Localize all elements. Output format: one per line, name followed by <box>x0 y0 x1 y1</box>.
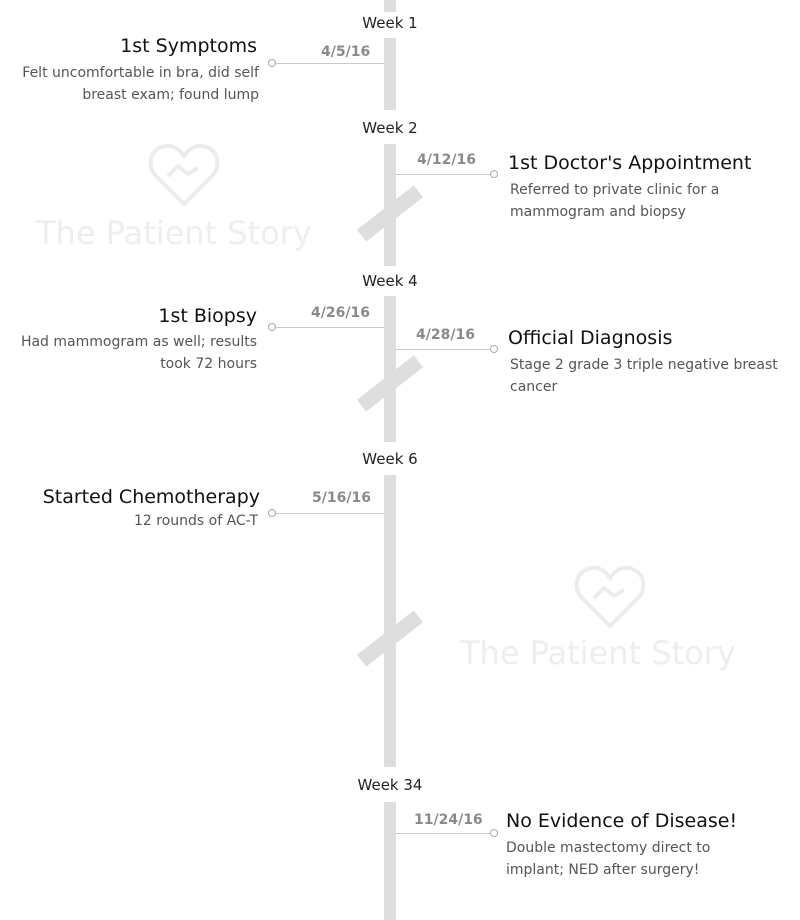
event-desc: Referred to private clinic for a mammogr… <box>510 182 720 220</box>
event-date: 11/24/16 <box>414 812 483 828</box>
heart-handshake-icon <box>148 143 220 207</box>
event-date: 4/12/16 <box>417 152 476 168</box>
event-date: 4/28/16 <box>416 327 475 343</box>
event-connector <box>396 174 492 175</box>
event-desc: Stage 2 grade 3 triple negative breast c… <box>510 357 778 395</box>
week-label: Week 34 <box>330 776 450 794</box>
timeline-bar <box>384 802 396 920</box>
event-date: 4/5/16 <box>321 44 371 60</box>
event-dot <box>268 59 276 67</box>
event-date: 5/16/16 <box>312 490 371 506</box>
event-desc: Felt uncomfortable in bra, did self brea… <box>22 65 259 103</box>
event-title: 1st Biopsy <box>158 305 257 327</box>
event-title: No Evidence of Disease! <box>506 810 738 832</box>
event-title: Started Chemotherapy <box>42 486 260 508</box>
timeline-bar <box>384 296 396 442</box>
event-desc: Had mammogram as well; results took 72 h… <box>20 334 257 372</box>
event-dot <box>268 509 276 517</box>
heart-handshake-icon <box>574 565 646 629</box>
watermark-text: The Patient Story <box>36 214 312 252</box>
event-connector <box>396 833 492 834</box>
event-title: 1st Symptoms <box>120 35 257 57</box>
event-connector <box>396 349 492 350</box>
week-label: Week 6 <box>330 450 450 468</box>
event-dot <box>490 170 498 178</box>
week-label: Week 2 <box>330 119 450 137</box>
timeline-bar <box>384 0 396 12</box>
event-dot <box>490 345 498 353</box>
event-dot <box>268 323 276 331</box>
week-label: Week 4 <box>330 272 450 290</box>
week-label: Week 1 <box>330 14 450 32</box>
event-dot <box>490 829 498 837</box>
watermark-text: The Patient Story <box>460 634 736 672</box>
timeline-bar <box>384 475 396 767</box>
event-date: 4/26/16 <box>311 305 370 321</box>
event-desc: 12 rounds of AC-T <box>133 513 258 529</box>
event-connector <box>276 513 384 514</box>
event-connector <box>276 63 384 64</box>
event-desc: Double mastectomy direct to implant; NED… <box>506 840 711 878</box>
event-title: Official Diagnosis <box>508 327 673 349</box>
event-title: 1st Doctor's Appointment <box>508 152 752 174</box>
event-connector <box>276 327 384 328</box>
timeline-bar <box>384 38 396 110</box>
